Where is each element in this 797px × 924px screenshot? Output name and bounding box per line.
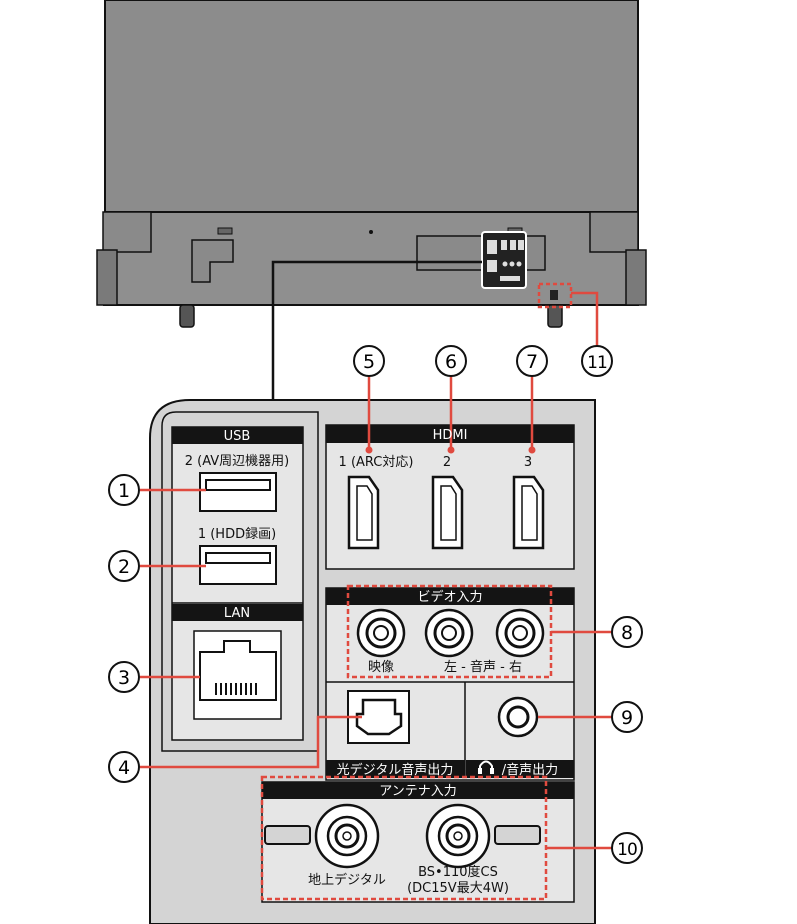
hdmi-port-3 xyxy=(512,475,545,550)
callout-1: 1 xyxy=(118,480,130,502)
video-header-label: ビデオ入力 xyxy=(417,589,482,605)
callout-leaders xyxy=(140,291,612,850)
audio-lr-label: 左 - 音声 - 右 xyxy=(444,659,522,675)
usb-port-1 xyxy=(199,545,277,585)
usb-header xyxy=(172,427,303,444)
callout-badge: 1 xyxy=(108,474,140,506)
callout-badge: 8 xyxy=(611,616,643,648)
callout-badge: 5 xyxy=(353,345,385,377)
callout-7: 7 xyxy=(526,351,538,373)
antenna-slot-left xyxy=(264,825,311,845)
callout-badge: 9 xyxy=(611,701,643,733)
tv-back-illustration xyxy=(96,0,647,328)
optical-label: 光デジタル音声出力 xyxy=(337,762,454,778)
lan-header-label: LAN xyxy=(224,606,250,621)
hdmi1-label: 1 (ARC対応) xyxy=(339,455,414,470)
bs-cs-antenna-port xyxy=(425,803,491,869)
callout-10: 10 xyxy=(617,840,637,860)
terrestrial-antenna-port xyxy=(314,803,380,869)
callout-badge: 6 xyxy=(435,345,467,377)
antenna-header-label: アンテナ入力 xyxy=(379,784,456,799)
video-label: 映像 xyxy=(368,660,394,675)
callout-2: 2 xyxy=(118,556,130,578)
hdmi2-label: 2 xyxy=(443,455,451,470)
antenna-slot-right xyxy=(494,825,541,845)
antenna-header xyxy=(262,782,574,799)
headphone-jack xyxy=(497,696,539,738)
callout-9: 9 xyxy=(621,707,633,729)
video-header xyxy=(326,588,574,605)
callout-badge: 11 xyxy=(581,345,613,377)
callout-badge: 2 xyxy=(108,550,140,582)
callout-4: 4 xyxy=(118,757,130,779)
antenna-input-highlight xyxy=(260,775,548,901)
usb1-label: 1 (HDD録画) xyxy=(198,527,276,542)
hdmi-port-2 xyxy=(431,475,464,550)
callout-badge: 4 xyxy=(108,751,140,783)
hdmi-header-label: HDMI xyxy=(433,428,468,443)
hdmi-port-1 xyxy=(347,475,380,550)
rca-video-jack xyxy=(356,608,406,658)
usb2-label: 2 (AV周辺機器用) xyxy=(185,454,290,469)
usb-header-label: USB xyxy=(224,429,251,444)
lan-header xyxy=(172,604,303,621)
headphone-label: /音声出力 xyxy=(502,762,558,778)
lan-port xyxy=(193,630,282,720)
callout-8: 8 xyxy=(621,622,633,644)
callout-5: 5 xyxy=(363,351,375,373)
rca-audio-right-jack xyxy=(495,608,545,658)
terrestrial-label: 地上デジタル xyxy=(308,872,386,888)
callout-badge: 10 xyxy=(611,832,643,864)
usb-port-2 xyxy=(199,472,277,512)
headphone-icon xyxy=(478,760,494,774)
callout-badge: 3 xyxy=(108,661,140,693)
callout-6: 6 xyxy=(445,351,457,373)
bs-cs-power-label: (DC15V最大4W) xyxy=(407,881,509,896)
callout-badge: 7 xyxy=(516,345,548,377)
hdmi3-label: 3 xyxy=(524,455,532,470)
callout-3: 3 xyxy=(118,667,130,689)
callout-11: 11 xyxy=(587,353,607,373)
rca-audio-left-jack xyxy=(424,608,474,658)
bs-cs-label: BS•110度CS xyxy=(418,864,498,880)
leader-line xyxy=(271,260,482,400)
